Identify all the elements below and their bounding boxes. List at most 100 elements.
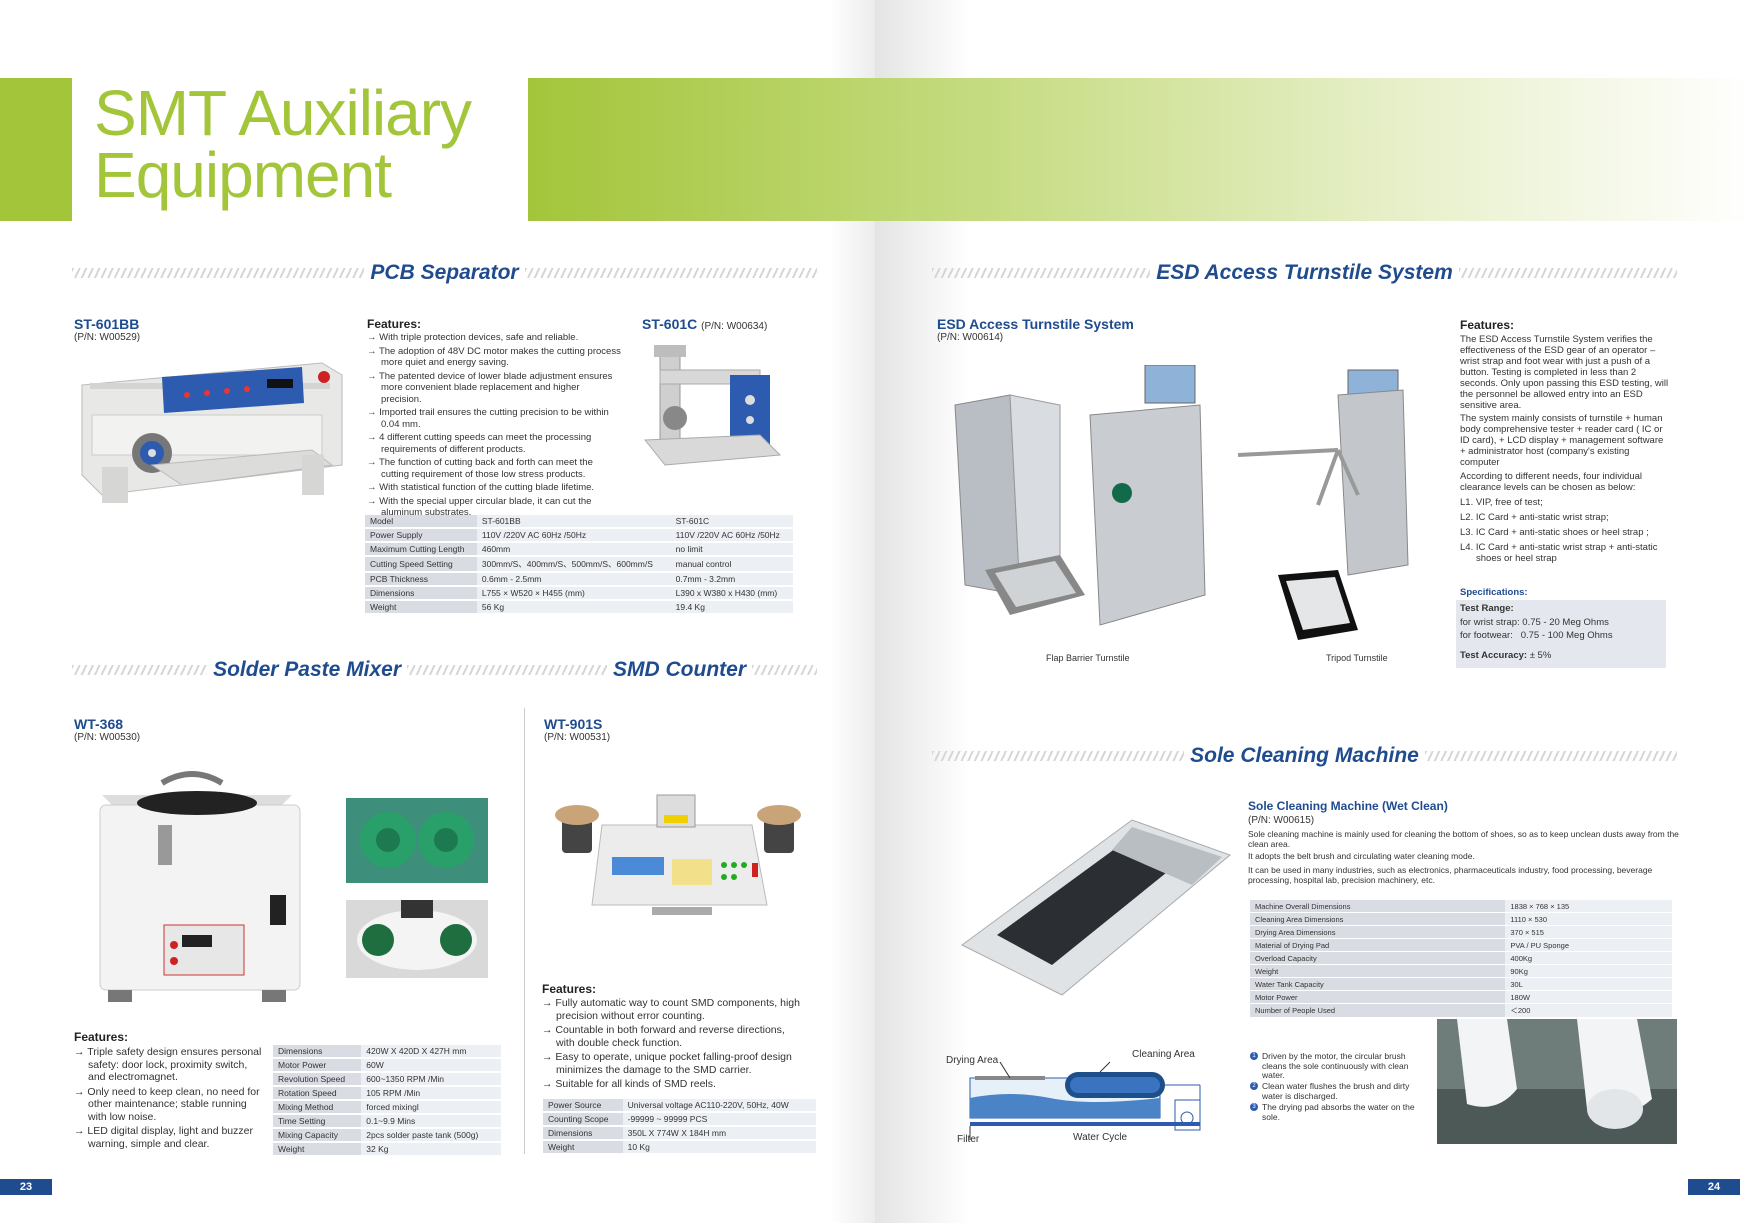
spec-label: PCB Thickness bbox=[365, 573, 477, 585]
tripod-turnstile-image bbox=[1238, 369, 1409, 640]
model-name: Sole Cleaning Machine (Wet Clean) bbox=[1248, 799, 1448, 813]
step-item: 1 Driven by the motor, the circular brus… bbox=[1250, 1051, 1418, 1081]
feature-item: With triple protection devices, safe and… bbox=[367, 332, 622, 344]
step-text: Clean water flushes the brush and dirty … bbox=[1262, 1081, 1410, 1101]
spec-value: -99999 ~ 99999 PCS bbox=[622, 1113, 816, 1125]
step-item: 2 Clean water flushes the brush and dirt… bbox=[1250, 1081, 1418, 1101]
features-heading: Features: bbox=[74, 1030, 129, 1044]
sole-cleaning-paragraph: It adopts the belt brush and circulating… bbox=[1248, 851, 1475, 861]
feature-item: Triple safety design ensures personal sa… bbox=[74, 1046, 266, 1084]
features-heading: Features: bbox=[1460, 318, 1515, 332]
spec-value: 105 RPM /Min bbox=[361, 1087, 501, 1099]
spec-value: 0.1~9.9 Mins bbox=[361, 1115, 501, 1127]
test-accuracy-value: ± 5% bbox=[1529, 650, 1552, 661]
hatch-decoration bbox=[1458, 268, 1678, 278]
spec-value: 90Kg bbox=[1505, 965, 1672, 977]
spec-value: 2pcs solder paste tank (500g) bbox=[361, 1129, 501, 1141]
feature-item: Countable in both forward and reverse di… bbox=[542, 1024, 804, 1049]
hatch-decoration bbox=[932, 751, 1185, 761]
hatch-decoration bbox=[72, 665, 208, 675]
spec-label: Weight bbox=[365, 601, 477, 613]
model-name: ESD Access Turnstile System bbox=[937, 316, 1134, 332]
test-accuracy-label: Test Accuracy: bbox=[1460, 650, 1528, 661]
sole-cleaning-diagram bbox=[969, 1061, 1201, 1140]
specifications-heading: Specifications: bbox=[1460, 587, 1528, 598]
table-row: Counting Scope-99999 ~ 99999 PCS bbox=[543, 1113, 816, 1125]
step-item: 3 The drying pad absorbs the water on th… bbox=[1250, 1102, 1418, 1122]
feature-item: The patented device of lower blade adjus… bbox=[367, 371, 622, 406]
spec-value: 1838 × 768 × 135 bbox=[1505, 900, 1672, 912]
spec-label: Maximum Cutting Length bbox=[365, 543, 477, 555]
spec-label: Power Supply bbox=[365, 529, 477, 541]
spec-value: no limit bbox=[670, 543, 793, 555]
spec-label: Motor Power bbox=[1250, 991, 1506, 1003]
pcb-separator-features: With triple protection devices, safe and… bbox=[367, 332, 622, 521]
feature-item: With statistical function of the cutting… bbox=[367, 482, 622, 494]
spec-value: Universal voltage AC110-220V, 50Hz, 40W bbox=[622, 1099, 816, 1111]
spec-value: 10 Kg bbox=[622, 1141, 816, 1153]
spec-value: 370 × 515 bbox=[1505, 926, 1672, 938]
caption-tripod: Tripod Turnstile bbox=[1326, 653, 1388, 663]
feature-item: LED digital display, light and buzzer wa… bbox=[74, 1125, 266, 1150]
step-text: Driven by the motor, the circular brush … bbox=[1262, 1051, 1409, 1080]
column-divider bbox=[524, 708, 525, 1154]
section-title: PCB Separator bbox=[370, 261, 519, 284]
model-name: WT-368 bbox=[74, 716, 124, 732]
spec-value: ST-601BB bbox=[476, 515, 671, 527]
feature-item: 4 different cutting speeds can meet the … bbox=[367, 432, 622, 455]
feature-item: Easy to operate, unique pocket falling-p… bbox=[542, 1051, 804, 1076]
spec-value: ST-601C bbox=[670, 515, 793, 527]
spec-value: 56 Kg bbox=[476, 601, 671, 613]
page-title-line-1: SMT Auxiliary bbox=[94, 77, 472, 149]
spec-value: 350L X 774W X 184H mm bbox=[622, 1127, 816, 1139]
hatch-decoration bbox=[407, 665, 607, 675]
step-number-icon: 1 bbox=[1250, 1052, 1258, 1060]
feature-item: Imported trail ensures the cutting preci… bbox=[367, 407, 622, 430]
section-title: Solder Paste Mixer bbox=[213, 658, 401, 681]
model-name-st601c: ST-601C (P/N: W00634) bbox=[642, 316, 767, 332]
spec-value: 32 Kg bbox=[361, 1143, 501, 1155]
spec-label: Mixing Method bbox=[273, 1101, 362, 1113]
section-title: Sole Cleaning Machine bbox=[1190, 744, 1419, 767]
spec-label: Time Setting bbox=[273, 1115, 362, 1127]
sole-cleaning-machine-image bbox=[961, 819, 1231, 996]
spec-label: Dimensions bbox=[365, 587, 477, 599]
spec-label: Dimensions bbox=[543, 1127, 623, 1139]
solder-paste-mixer-features: Triple safety design ensures personal sa… bbox=[74, 1046, 266, 1152]
spec-value: L390 x W380 x H430 (mm) bbox=[670, 587, 793, 599]
section-heading-esd-turnstile: ESD Access Turnstile System bbox=[932, 261, 1678, 285]
spec-label: Drying Area Dimensions bbox=[1250, 926, 1506, 938]
table-row: Number of People Used＜200 bbox=[1250, 1004, 1672, 1017]
part-number: (P/N: W00614) bbox=[937, 332, 1004, 343]
spec-label: Power Source bbox=[543, 1099, 623, 1111]
clearance-level: L1. VIP, free of test; bbox=[1460, 497, 1543, 508]
mixer-interior-image-bottom bbox=[346, 900, 488, 978]
diagram-label-water-cycle: Water Cycle bbox=[1073, 1132, 1128, 1143]
clearance-level: L2. IC Card + anti-static wrist strap; bbox=[1460, 512, 1609, 523]
feature-item: Suitable for all kinds of SMD reels. bbox=[542, 1078, 804, 1091]
sole-cleaning-paragraph: Sole cleaning machine is mainly used for… bbox=[1248, 829, 1679, 849]
smd-counter-image bbox=[555, 794, 801, 915]
spec-value: 300mm/S、400mm/S、500mm/S、600mm/S bbox=[476, 557, 671, 571]
model-name: ST-601C bbox=[642, 316, 698, 332]
mixer-interior-image-top bbox=[346, 798, 488, 883]
spec-label: Material of Drying Pad bbox=[1250, 939, 1506, 951]
banner-gradient-bar bbox=[528, 78, 1754, 221]
spec-value: L755 × W520 × H455 (mm) bbox=[476, 587, 671, 599]
diagram-label-cleaning-area: Cleaning Area bbox=[1132, 1049, 1195, 1060]
spec-value: 60W bbox=[361, 1059, 501, 1071]
model-name: WT-901S bbox=[544, 716, 603, 732]
flap-barrier-turnstile-image bbox=[954, 365, 1206, 626]
spec-value: 180W bbox=[1505, 991, 1672, 1003]
